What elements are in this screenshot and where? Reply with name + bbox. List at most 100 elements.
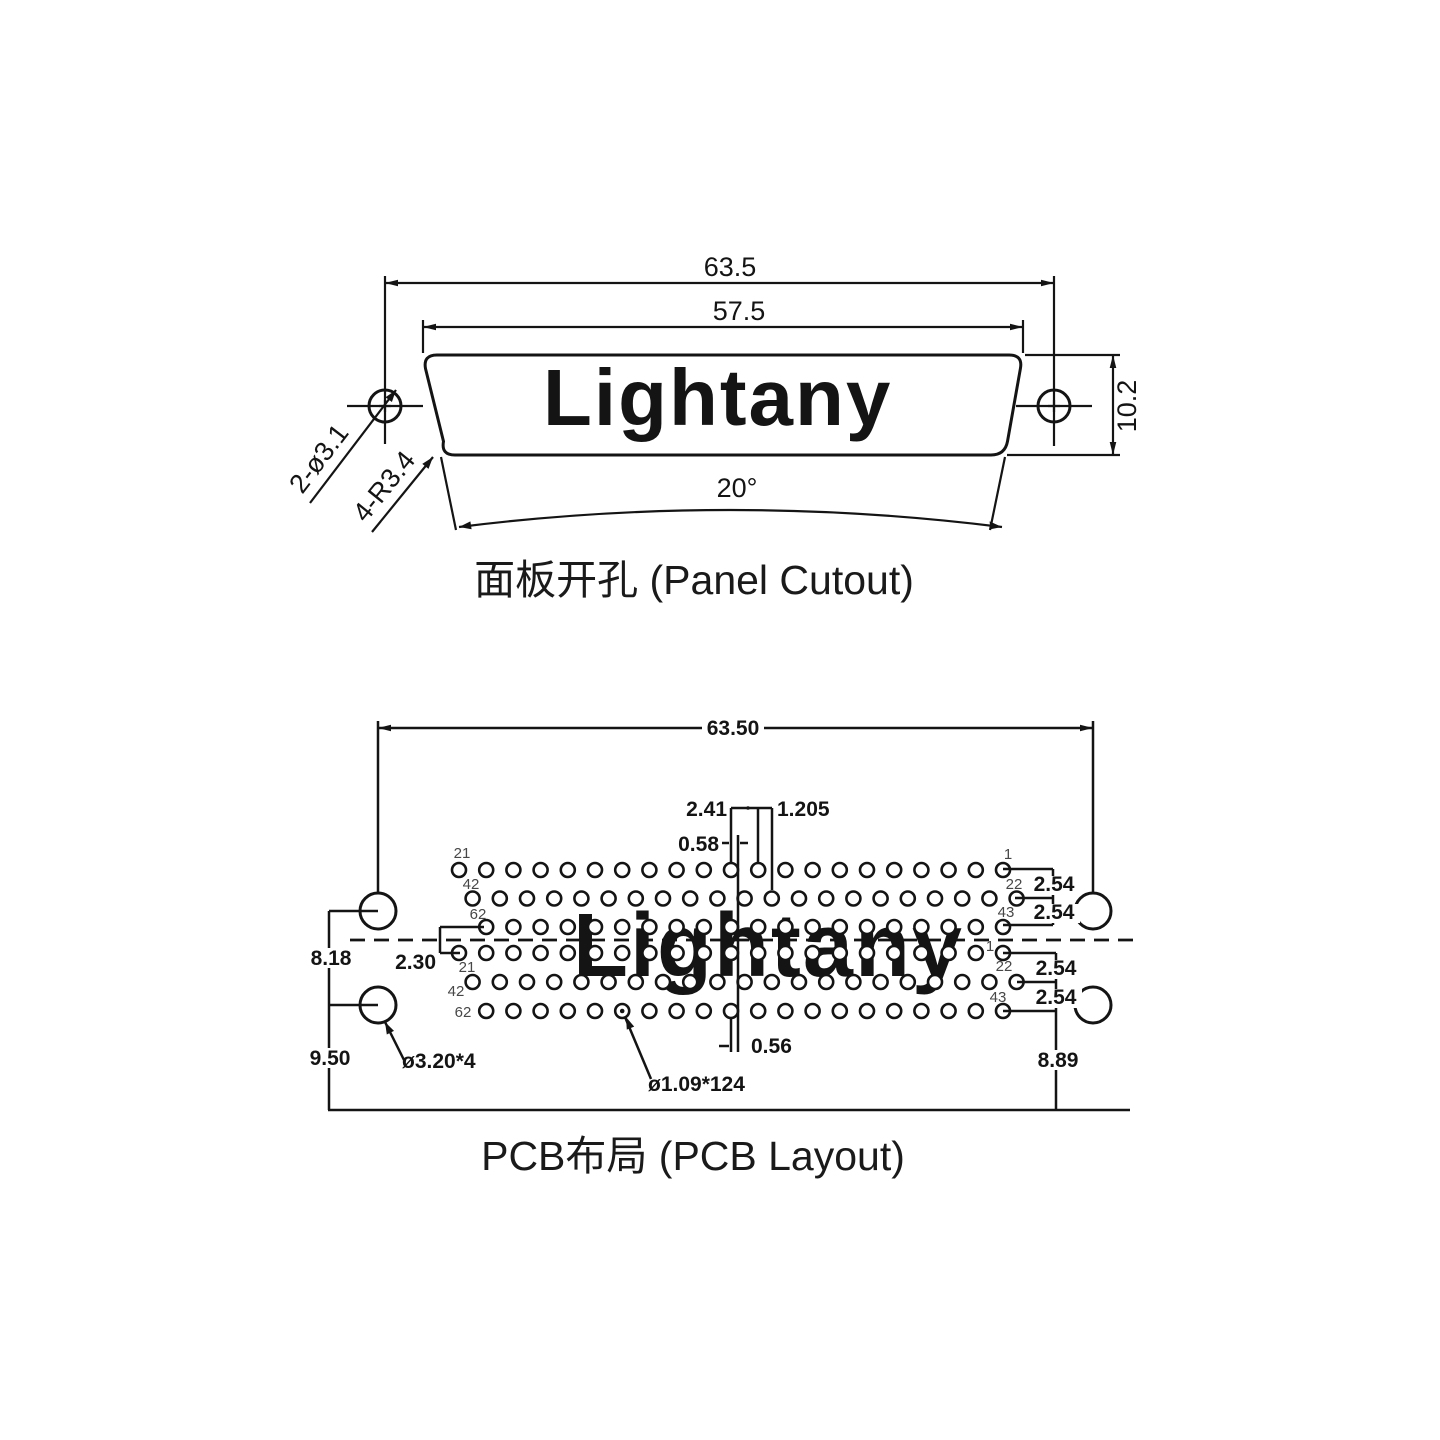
pin-hole: [940, 944, 957, 962]
dim-label-8-89: 8.89: [1038, 1049, 1079, 1072]
pin-hole: [477, 944, 495, 962]
dim-label-2-54: 2.54: [1034, 873, 1075, 896]
pin-hole: [722, 918, 740, 936]
pin-hole: [913, 918, 930, 936]
dim-label-0-58: 0.58: [678, 833, 719, 856]
pin-hole: [899, 890, 917, 907]
pin-hole: [491, 890, 509, 907]
pin-hole: [709, 890, 726, 907]
pin-hole: [505, 1002, 522, 1020]
pin-hole: [559, 944, 577, 962]
pin-hole: [464, 890, 481, 907]
panel-cutout-drawing: 63.5 57.5 10.2 20°: [283, 252, 1142, 603]
pin-hole: [505, 918, 522, 936]
pin-hole: [641, 861, 658, 879]
dim-label-57-5: 57.5: [713, 296, 766, 326]
pin-hole: [505, 944, 522, 962]
pin-number: 22: [996, 958, 1013, 975]
pin-hole: [518, 973, 536, 991]
dim-label-2-54: 2.54: [1034, 901, 1075, 924]
pin-hole: [804, 1002, 821, 1020]
pin-number: 62: [470, 906, 487, 923]
label-mask: [306, 948, 356, 968]
pin-hole: [913, 1002, 930, 1020]
label-mask: [1033, 1050, 1083, 1070]
pin-hole: [681, 973, 699, 991]
pin-hole: [777, 918, 794, 936]
pin-hole: [532, 918, 549, 936]
leader-line: [371, 456, 434, 533]
pin-hole: [858, 1002, 876, 1020]
pin-hole: [586, 944, 604, 962]
pin-hole: [532, 1002, 549, 1020]
leader-line: [309, 389, 397, 504]
pin-hole: [654, 973, 672, 991]
pin-hole: [845, 890, 862, 907]
label-mask: [1028, 876, 1080, 895]
pin-hole: [804, 944, 821, 962]
pin-hole: [532, 861, 549, 879]
pin-hole: [885, 861, 903, 879]
pin-hole: [994, 918, 1012, 936]
pin-hole: [695, 1002, 713, 1020]
pin-hole: [559, 918, 577, 936]
pin-hole: [532, 944, 549, 962]
pin-hole: [613, 944, 631, 962]
pin-hole: [722, 1002, 740, 1020]
marked-pin-dot: [619, 1008, 625, 1014]
pin-hole: [613, 861, 631, 879]
dim-label-0-56: 0.56: [751, 1035, 792, 1058]
pin-hole: [967, 861, 985, 879]
pin-hole: [600, 890, 617, 907]
pin-hole: [913, 944, 930, 962]
pin-hole: [450, 861, 468, 879]
pin-hole: [804, 918, 821, 936]
arrowhead: [1109, 355, 1117, 368]
pin-hole: [899, 973, 917, 991]
pin-hole: [777, 944, 794, 962]
angle-arc: [458, 508, 1003, 529]
pin-number: 1: [1004, 846, 1012, 863]
pin-hole: [831, 944, 849, 962]
arrowhead: [385, 1022, 394, 1035]
pcb-layout-title: PCB布局 (PCB Layout): [481, 1133, 905, 1179]
arrowhead: [423, 323, 436, 331]
arrowhead: [378, 724, 391, 732]
pin-hole: [858, 918, 876, 936]
pin-hole: [668, 944, 685, 962]
arrowhead: [459, 521, 472, 530]
pin-hole: [913, 861, 930, 879]
pin-number: 62: [455, 1004, 472, 1021]
pin-hole: [736, 890, 753, 907]
pin-hole: [872, 890, 889, 907]
pin-hole: [872, 973, 889, 991]
pin-hole: [885, 918, 903, 936]
pin-hole: [817, 973, 835, 991]
arrowhead: [422, 457, 433, 469]
pin-hole: [804, 861, 821, 879]
dim-label-2-30: 2.30: [395, 951, 436, 974]
pin-hole: [722, 861, 740, 879]
pin-hole: [940, 918, 957, 936]
pin-hole: [749, 944, 767, 962]
pin-hole: [831, 1002, 849, 1020]
pin-hole: [953, 890, 971, 907]
label-mask: [1030, 989, 1082, 1008]
pcb-mount-hole: [1073, 891, 1113, 931]
pin-number: 42: [448, 983, 465, 1000]
pin-hole: [953, 973, 971, 991]
extension-line: [988, 456, 1007, 531]
label-mask: [1030, 960, 1082, 979]
pin-hole: [573, 890, 590, 907]
pin-hole: [573, 973, 590, 991]
pin-hole: [749, 861, 767, 879]
pin-hole: [885, 944, 903, 962]
dim-label-10-2: 10.2: [1112, 380, 1142, 433]
watermark-top: Lightany: [543, 353, 892, 442]
arrowhead: [1041, 279, 1054, 287]
pin-hole: [940, 861, 957, 879]
pin-hole: [505, 861, 522, 879]
pin-hole: [695, 861, 713, 879]
pin-hole: [600, 973, 617, 991]
pin-hole: [695, 944, 713, 962]
